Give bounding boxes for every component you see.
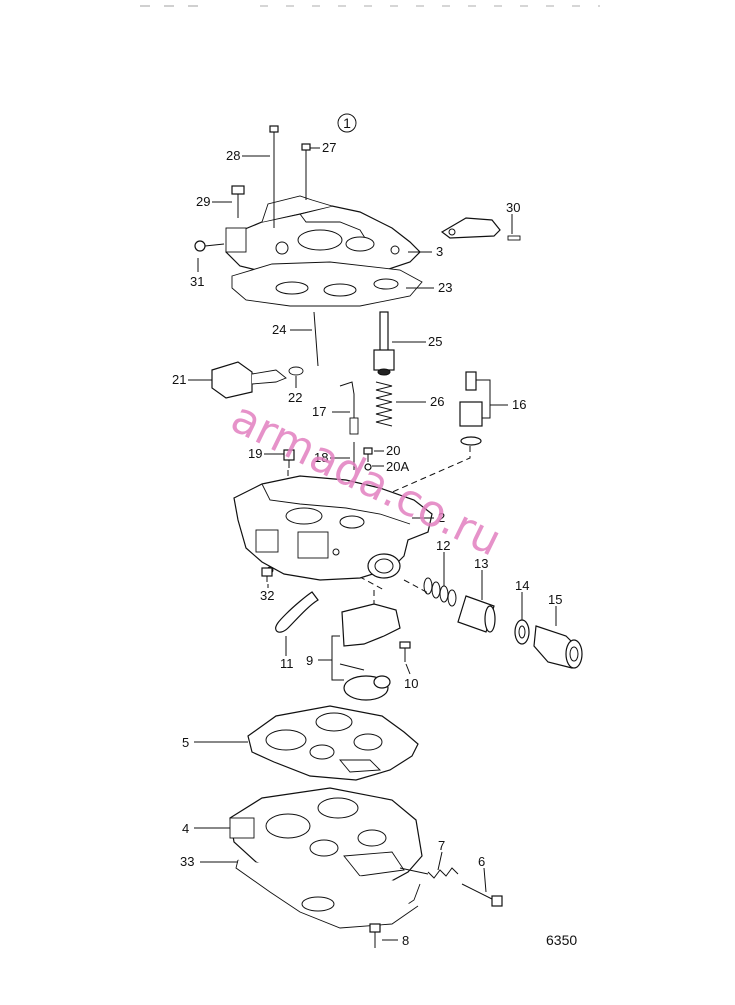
label-6: 6 (478, 854, 485, 869)
small-screws (283, 447, 373, 471)
leader-lines (188, 147, 557, 941)
label-17: 17 (312, 404, 326, 419)
label-10: 10 (404, 676, 418, 691)
label-32: 32 (260, 588, 274, 603)
float-bowl-body-part-2 (233, 475, 433, 581)
label-20a: 20A (386, 459, 409, 474)
float-part-21 (211, 361, 304, 399)
choke-pull-off-part-9 (339, 603, 401, 701)
choke-lever-part-30 (440, 217, 521, 241)
air-horn-gasket-part-23 (231, 261, 423, 307)
part-labels: 28 27 29 30 3 31 23 24 25 21 22 26 16 17… (172, 140, 562, 948)
idle-mixture-screw-part-7 (399, 867, 459, 879)
label-33: 33 (180, 854, 194, 869)
label-20: 20 (386, 443, 400, 458)
label-28: 28 (226, 148, 240, 163)
screw-part-6 (461, 883, 503, 907)
label-13: 13 (474, 556, 488, 571)
label-16: 16 (512, 397, 526, 412)
needle-valve-assembly-part-16 (459, 371, 483, 446)
metering-rod-part-17 (339, 381, 359, 435)
label-15: 15 (548, 592, 562, 607)
inlet-nut-part-15 (533, 625, 583, 669)
label-12: 12 (436, 538, 450, 553)
label-8: 8 (402, 933, 409, 948)
label-3: 3 (436, 244, 443, 259)
label-26: 26 (430, 394, 444, 409)
label-29: 29 (196, 194, 210, 209)
vacuum-hose-part-11 (275, 591, 319, 633)
drawing-number: 6350 (546, 932, 577, 948)
label-9: 9 (306, 653, 313, 668)
fuel-inlet-spring-part-12 (423, 577, 457, 607)
gasket-part-14 (514, 619, 530, 645)
label-22: 22 (288, 390, 302, 405)
screw-part-10 (399, 641, 411, 662)
label-2: 2 (438, 510, 445, 525)
label-31: 31 (190, 274, 204, 289)
group-number: 1 (343, 115, 351, 131)
label-4: 4 (182, 821, 189, 836)
label-24: 24 (272, 322, 286, 337)
pump-spring-part-26 (375, 381, 393, 427)
label-19: 19 (248, 446, 262, 461)
group-number-badge: 1 (337, 113, 357, 133)
pump-rod-part-24 (313, 311, 319, 367)
label-7: 7 (438, 838, 445, 853)
screw-part-32 (261, 567, 273, 582)
label-27: 27 (322, 140, 336, 155)
screws-top (194, 125, 311, 252)
label-23: 23 (438, 280, 452, 295)
fuel-filter-part-13 (457, 595, 496, 633)
label-18: 18 (314, 450, 328, 465)
pump-plunger-part-25 (373, 311, 395, 376)
label-5: 5 (182, 735, 189, 750)
label-11: 11 (280, 656, 294, 671)
label-25: 25 (428, 334, 442, 349)
throttle-body-part-4 (229, 787, 423, 889)
label-14: 14 (515, 578, 529, 593)
bolt-part-8 (369, 923, 381, 948)
base-gasket-part-33 (235, 859, 421, 929)
throttle-body-gasket-part-5 (247, 705, 419, 781)
label-21: 21 (172, 372, 186, 387)
label-30: 30 (506, 200, 520, 215)
